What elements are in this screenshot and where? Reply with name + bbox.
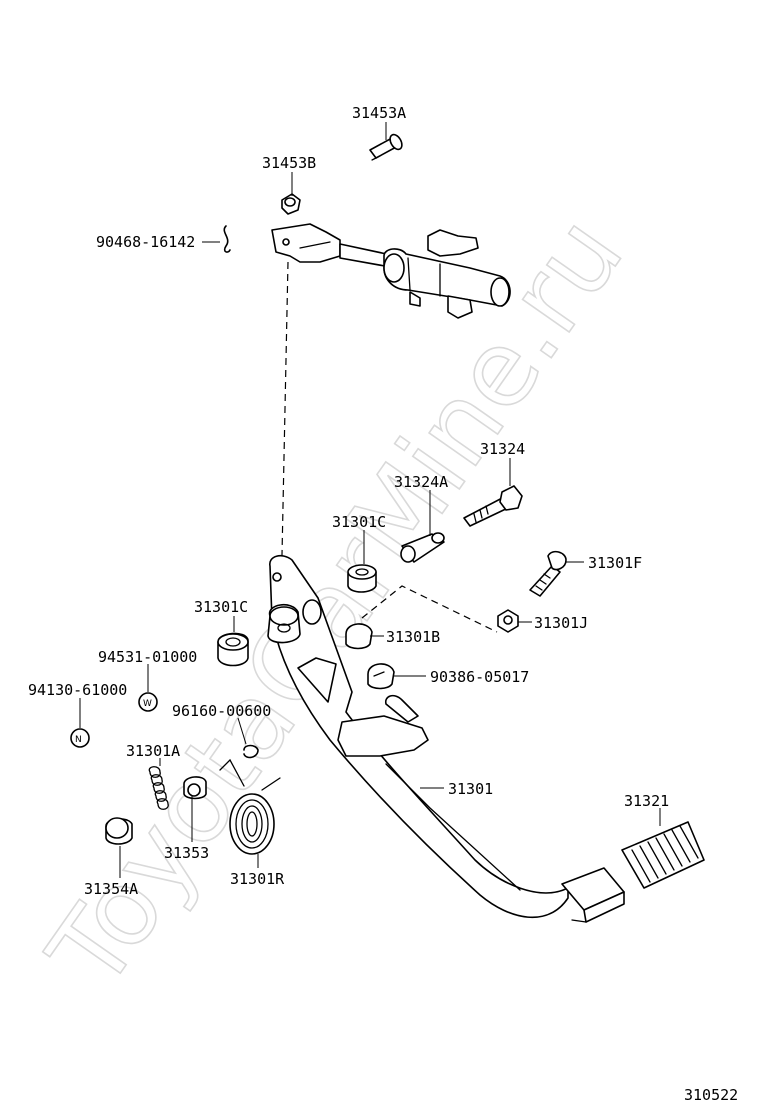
collar-31324A[interactable] bbox=[400, 532, 445, 563]
label-96160-00600: 96160-00600 bbox=[172, 702, 271, 720]
label-31301B: 31301B bbox=[386, 628, 440, 646]
nut-31453B[interactable] bbox=[281, 193, 301, 215]
svg-text:W: W bbox=[143, 699, 152, 709]
spring-31301A[interactable] bbox=[148, 766, 169, 810]
clip-90386-05017[interactable] bbox=[367, 663, 395, 690]
svg-text:N: N bbox=[75, 735, 82, 745]
label-31301C-left: 31301C bbox=[194, 598, 248, 616]
bushing-31301C-arm-pivot[interactable] bbox=[267, 604, 301, 644]
bushing-31301C-upper-on-arm[interactable] bbox=[302, 599, 322, 625]
label-31301A: 31301A bbox=[126, 742, 180, 760]
label-31324: 31324 bbox=[480, 440, 525, 458]
cushion-31353[interactable] bbox=[183, 776, 207, 800]
pedal-pad-31321[interactable] bbox=[621, 821, 705, 889]
label-94531-01000: 94531-01000 bbox=[98, 648, 197, 666]
label-31324A: 31324A bbox=[394, 473, 448, 491]
nut-94130-61000[interactable]: N bbox=[70, 728, 90, 748]
label-31301F: 31301F bbox=[588, 554, 642, 572]
nut-31301J[interactable] bbox=[497, 609, 519, 633]
label-31354A: 31354A bbox=[84, 880, 138, 898]
label-31301J: 31301J bbox=[534, 614, 588, 632]
label-31301: 31301 bbox=[448, 780, 493, 798]
label-90386-05017: 90386-05017 bbox=[430, 668, 529, 686]
washer-94531-01000[interactable]: W bbox=[138, 692, 158, 712]
bolt-31453A[interactable] bbox=[369, 133, 404, 161]
clutch-master-cylinder[interactable] bbox=[223, 133, 511, 319]
alignment-line-bushing bbox=[361, 585, 498, 633]
label-31301R: 31301R bbox=[230, 870, 285, 888]
label-31453B: 31453B bbox=[262, 154, 316, 172]
label-31453A: 31453A bbox=[352, 104, 406, 122]
label-31321: 31321 bbox=[624, 792, 669, 810]
e-ring-96160-00600[interactable] bbox=[243, 744, 259, 759]
bushing-31354A[interactable] bbox=[105, 817, 133, 845]
bushing-31301C-upper[interactable] bbox=[347, 564, 377, 593]
label-94130-61000: 94130-61000 bbox=[28, 681, 127, 699]
alignment-line-pushrod bbox=[281, 261, 289, 556]
bushing-31301B[interactable] bbox=[345, 623, 373, 650]
label-31301C-top: 31301C bbox=[332, 513, 386, 531]
bolt-31324[interactable] bbox=[463, 485, 523, 527]
bolt-31301F[interactable] bbox=[529, 550, 567, 597]
label-90468-16142: 90468-16142 bbox=[96, 233, 195, 251]
clutch-pedal-arm-31301[interactable] bbox=[269, 554, 625, 923]
turnover-spring-31301R[interactable] bbox=[219, 758, 281, 855]
bushing-31301C-left[interactable] bbox=[217, 632, 249, 667]
diagram-number: 310522 bbox=[684, 1086, 738, 1104]
leader-lines bbox=[79, 122, 661, 878]
clip-90468-16142[interactable] bbox=[223, 225, 231, 253]
label-31353: 31353 bbox=[164, 844, 209, 862]
